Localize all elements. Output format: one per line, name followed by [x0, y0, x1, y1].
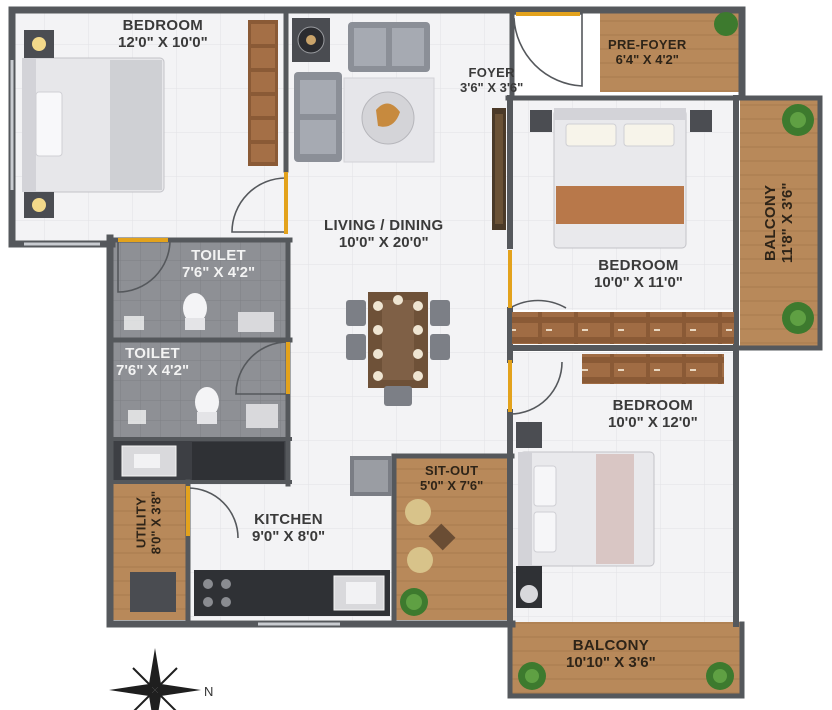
room-dimension: 7'6" X 4'2": [116, 361, 190, 379]
sink-icon: [246, 404, 278, 428]
washing-machine-icon: [130, 572, 176, 612]
pillow: [533, 465, 557, 507]
bedroom2-furniture: [512, 108, 734, 344]
bedroom1-label: BEDROOM 12'0" X 10'0": [118, 17, 208, 52]
room-name: BALCONY: [762, 184, 780, 261]
balcony1-wall: [737, 95, 823, 351]
room-name: TOILET: [125, 345, 180, 362]
nightstand-icon: [516, 422, 542, 448]
bedroom3-door: [509, 361, 563, 415]
room-dimension: 11'8" X 3'6": [779, 182, 796, 264]
sink-icon: [238, 312, 274, 332]
side-table-icon: [428, 523, 456, 551]
room-dimension: 10'10" X 3'6": [566, 653, 656, 671]
compass-icon: [109, 648, 201, 710]
bedroom2-label: BEDROOM 10'0" X 11'0": [594, 257, 683, 292]
bed-runner: [596, 454, 634, 564]
lamp-icon: [32, 198, 46, 212]
toilet2-door: [235, 341, 289, 395]
bedroom3-label: BEDROOM 10'0" X 12'0": [608, 397, 698, 432]
shower-icon: [128, 410, 146, 424]
room-name: KITCHEN: [254, 511, 323, 528]
toilet-icon: [195, 387, 219, 417]
room-dimension: 9'0" X 8'0": [252, 527, 326, 545]
room-name: PRE-FOYER: [608, 37, 687, 52]
plant-icon: [714, 12, 738, 36]
toilet1-door: [117, 239, 171, 293]
bed-cover: [110, 60, 162, 190]
balcony2-wall: [507, 621, 745, 699]
lamp-icon: [32, 37, 46, 51]
outer-wall-top-right: [592, 6, 746, 100]
kitchen-fixtures: [130, 456, 392, 616]
toilet-icon: [183, 293, 207, 323]
dining-set: [346, 292, 450, 406]
wardrobe-icon: [248, 20, 278, 166]
room-dimension: 6'4" X 4'2": [615, 51, 679, 67]
pillow: [565, 123, 617, 147]
room-dimension: 12'0" X 10'0": [118, 33, 208, 51]
balcony2-label: BALCONY 10'10" X 3'6": [566, 637, 656, 672]
outer-wall-left-lower: [106, 234, 516, 628]
room-name: BALCONY: [572, 637, 650, 654]
door-frames: [118, 12, 580, 536]
balcony1-label: BALCONY 11'8" X 3'6": [762, 169, 797, 277]
room-dimension: 10'0" X 12'0": [608, 413, 698, 431]
room-name: UTILITY: [133, 496, 149, 549]
bath-fixtures: [121, 293, 284, 480]
pillow: [533, 511, 557, 553]
nightstand-icon: [690, 110, 712, 132]
balcony2-floor: [512, 622, 740, 694]
foyer-label: FOYER 3'6" X 3'6": [460, 65, 524, 95]
wardrobe-icon: [512, 312, 734, 344]
room-name: SIT-OUT: [424, 463, 479, 478]
room-name: BEDROOM: [612, 397, 694, 414]
utility-door: [187, 487, 239, 539]
room-name: BEDROOM: [122, 17, 204, 34]
main-door: [513, 13, 583, 87]
room-dimension: 10'0" X 20'0": [338, 233, 429, 251]
room-name: FOYER: [468, 65, 515, 80]
windows: [10, 60, 340, 626]
bedroom3-furniture: [516, 354, 724, 608]
room-name: BEDROOM: [598, 257, 679, 274]
room-dimension: 10'0" X 11'0": [594, 273, 683, 291]
room-name: LIVING / DINING: [324, 217, 444, 234]
room-dimension: 8'0" X 3'8": [148, 490, 163, 555]
pillow: [623, 123, 675, 147]
room-dimension: 7'6" X 4'2": [182, 263, 256, 281]
pillow: [35, 91, 63, 157]
living-dining-label: LIVING / DINING 10'0" X 20'0": [324, 217, 444, 252]
plants: [518, 12, 814, 690]
chair-icons: [346, 300, 450, 406]
sit-out-wall: [391, 453, 515, 627]
bed-headboard: [22, 58, 36, 192]
shower-icon: [124, 316, 144, 330]
sit-out-label: SIT-OUT 5'0" X 7'6": [420, 463, 484, 493]
bedroom1-door: [231, 177, 287, 233]
room-dimension: 5'0" X 7'6": [420, 477, 484, 493]
room-dimension: 3'6" X 3'6": [460, 79, 524, 95]
toilet2-label: TOILET 7'6" X 4'2": [116, 345, 190, 380]
sit-out-furniture: [400, 499, 456, 616]
bedroom1-furniture: [22, 20, 278, 218]
counter-top: [192, 442, 284, 480]
toilet1-label: TOILET 7'6" X 4'2": [182, 247, 256, 282]
nightstand-icon: [530, 110, 552, 132]
stove-icon: [203, 579, 231, 607]
pre-foyer-label: PRE-FOYER 6'4" X 4'2": [608, 37, 687, 67]
plate-icons: [373, 295, 423, 381]
living-furniture: [292, 18, 506, 230]
room-name: TOILET: [191, 247, 246, 264]
compass-north-label: N: [204, 684, 214, 699]
wardrobe-doors: [251, 24, 275, 162]
utility-label: UTILITY 8'0" X 3'8": [133, 482, 163, 564]
kitchen-label: KITCHEN 9'0" X 8'0": [252, 511, 326, 546]
chair-icon: [407, 547, 433, 573]
bed-runner: [556, 186, 684, 224]
wardrobe-icon: [582, 354, 724, 384]
chair-icon: [405, 499, 431, 525]
